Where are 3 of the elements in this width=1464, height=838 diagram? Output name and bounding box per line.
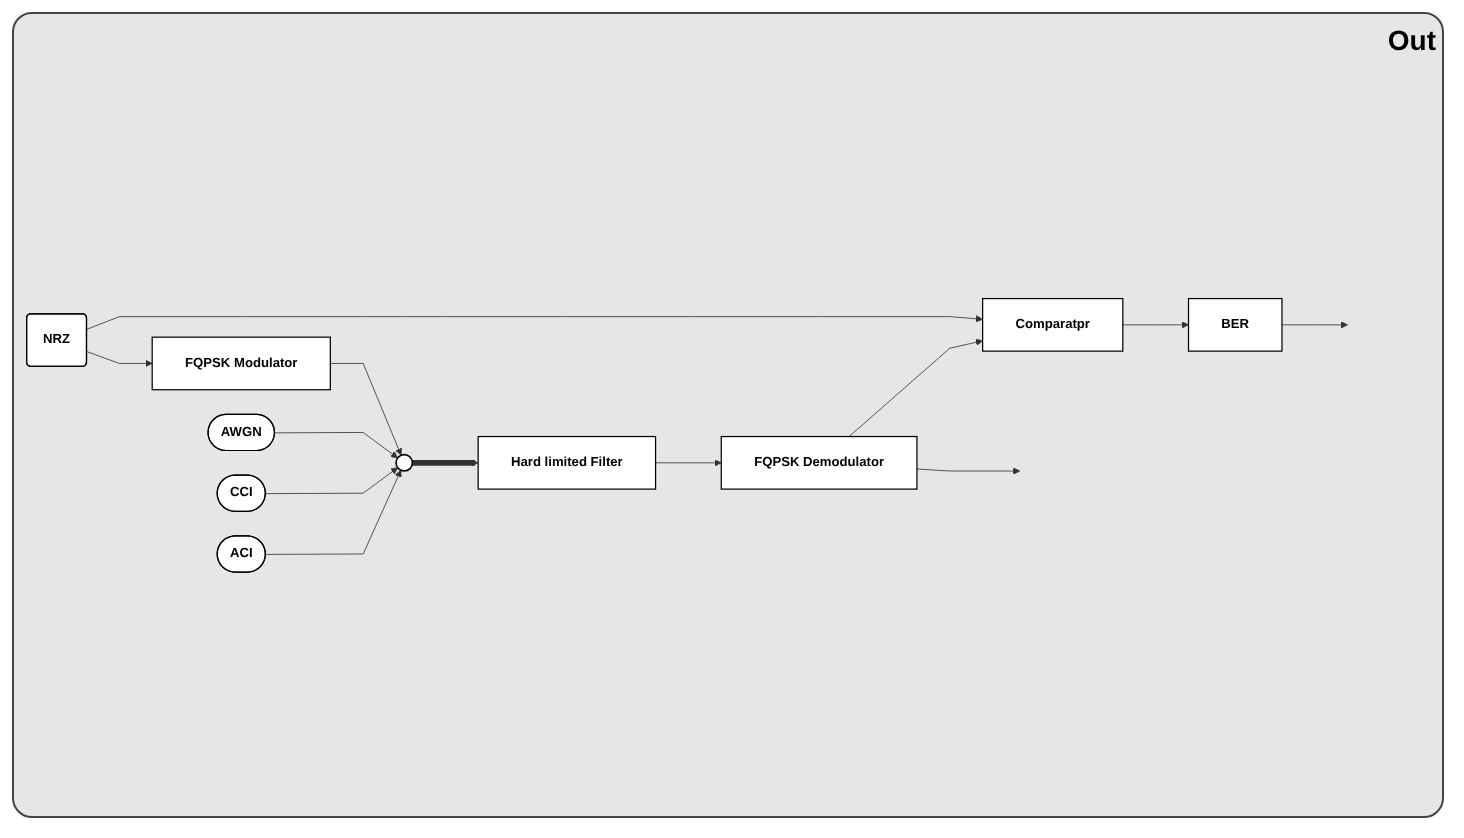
arrow [412,459,479,468]
output-label: Out [1387,24,1436,56]
node-circle [395,454,414,473]
